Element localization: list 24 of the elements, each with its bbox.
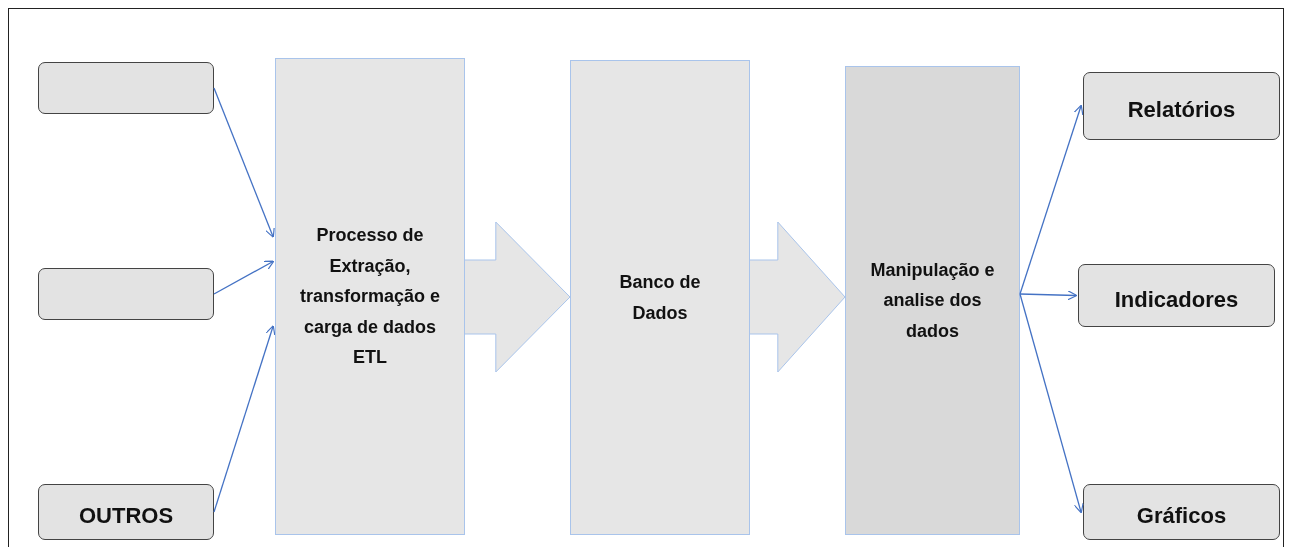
- block-arrow: [463, 221, 571, 373]
- rounded-box: [38, 484, 214, 540]
- block-arrow: [748, 221, 846, 373]
- panel-label: Banco de Dados: [618, 270, 702, 325]
- panel-label: Manipulação e analise dos dados: [869, 258, 996, 343]
- process-panel: [845, 66, 1020, 535]
- box-label: Gráficos: [1136, 502, 1227, 527]
- rounded-box: [38, 268, 214, 320]
- arrow: [1019, 290, 1078, 301]
- arrow: [1019, 293, 1084, 514]
- rounded-box: [1083, 72, 1280, 140]
- process-panel: [570, 60, 750, 535]
- arrow: [213, 260, 275, 295]
- rounded-box: [1078, 264, 1275, 327]
- box-label: Relatórios: [1127, 96, 1236, 121]
- process-panel: [275, 58, 465, 535]
- rounded-box: [1083, 484, 1280, 540]
- arrow: [1019, 104, 1084, 295]
- rounded-box: [38, 62, 214, 114]
- box-label: OUTROS: [78, 502, 174, 527]
- box-label: Indicadores: [1114, 285, 1239, 311]
- arrow: [213, 325, 276, 513]
- panel-label: Processo de Extração, transformação e carga de dados ETL: [298, 224, 442, 370]
- arrow: [213, 87, 275, 238]
